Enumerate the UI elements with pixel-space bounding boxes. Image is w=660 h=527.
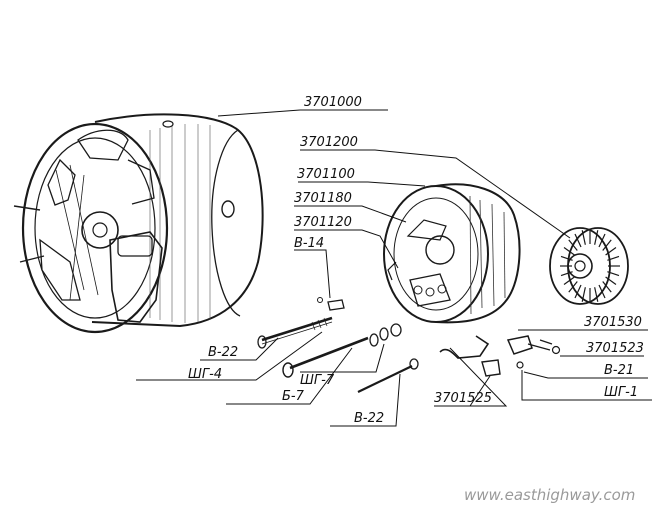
fastener-drawings [257, 297, 561, 393]
fan-blade [602, 281, 612, 293]
fan-blade [581, 287, 586, 302]
label-washer-shg1: ШГ-1 [604, 385, 638, 400]
fan-blade [602, 239, 612, 251]
fan-blade [568, 281, 578, 293]
fan-blade [594, 230, 599, 245]
label-cover-part-b: 3701120 [294, 215, 352, 230]
fan-blade [568, 239, 578, 251]
fan-blade [581, 230, 586, 245]
fan-blade [563, 247, 575, 256]
label-generator-assembly: 3701000 [304, 95, 362, 110]
label-screw-b21: В-21 [604, 363, 634, 378]
fan-blade [574, 233, 582, 248]
generator-housing-drawing [13, 113, 264, 334]
label-washer-shg4: ШГ-4 [188, 367, 222, 382]
label-cover-part-a: 3701180 [294, 191, 352, 206]
front-cover-drawing [383, 183, 521, 324]
label-brush-holder-b: 3701523 [586, 341, 644, 356]
label-front-cover: 3701100 [297, 167, 355, 182]
label-screw-b22-left: В-22 [208, 345, 238, 360]
label-brush-holder-a: 3701530 [584, 315, 642, 330]
label-bolt-b7: Б-7 [282, 389, 305, 404]
label-bracket: 3701525 [434, 391, 492, 406]
label-rotor: 3701200 [300, 135, 358, 150]
fan-blade [605, 247, 617, 256]
fan-blade [607, 271, 620, 277]
label-screw-b14: В-14 [294, 236, 324, 251]
fan-blade [598, 284, 606, 299]
fan-blade [563, 276, 575, 285]
fan-blade [594, 287, 599, 302]
label-screw-b22-right: В-22 [354, 411, 384, 426]
fan-blade [598, 233, 606, 248]
fan-blade [574, 284, 582, 299]
rotor-fan-drawing [549, 227, 629, 305]
leader-lines [136, 109, 652, 427]
watermark-url: www.easthighway.com [464, 486, 635, 504]
fan-blade [605, 276, 617, 285]
fan-blade [607, 255, 620, 261]
part-labels: 3701000 3701200 3701100 3701180 3701120 … [188, 95, 644, 426]
label-washer-shg7: ШГ-7 [300, 373, 335, 388]
